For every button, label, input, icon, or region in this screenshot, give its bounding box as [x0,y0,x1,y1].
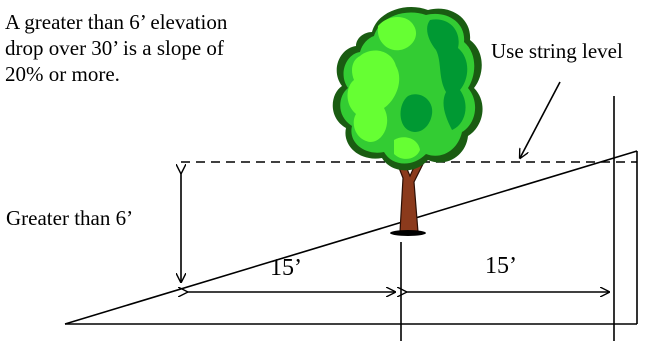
slope-note-line-1: A greater than 6’ elevation [5,10,228,34]
tree-base-shadow [390,230,426,236]
foliage-highlight-top [377,17,417,51]
foliage-highlight-left [347,50,400,142]
slope-line [64,150,638,325]
string-level-pointer [520,81,561,158]
slope-note-line-2: drop over 30’ is a slope of [5,36,224,60]
slope-note-line-3: 20% or more. [5,62,120,86]
foliage-highlight-bottom [394,137,420,159]
foliage-shade-right [427,19,468,130]
run-right-label: 15’ [485,253,517,279]
ground-slope [64,150,638,325]
slope-note: A greater than 6’ elevation drop over 30… [5,9,227,87]
string-level-label: Use string level [491,39,623,63]
rise-label: Greater than 6’ [6,206,134,230]
foliage-shade-center [400,94,433,133]
tree-clipart-icon [332,6,483,236]
run-left-label: 15’ [270,255,302,281]
